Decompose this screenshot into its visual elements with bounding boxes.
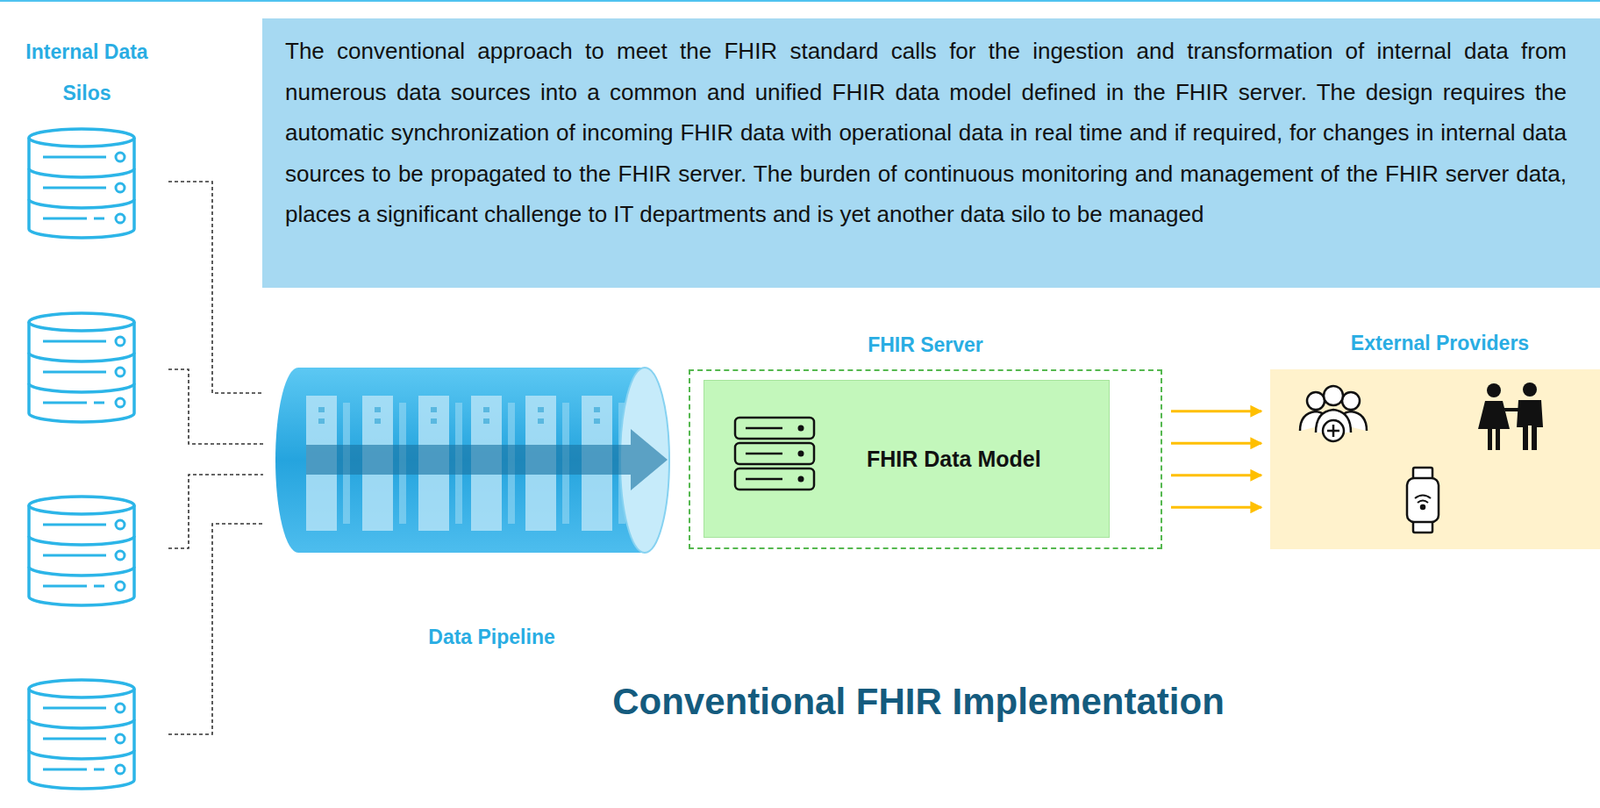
rack-dot [537,418,544,424]
flow-arrow [1171,506,1262,509]
flow-arrow [306,428,668,491]
server-unit [735,468,815,490]
dotted-feed-line [168,369,264,444]
providers-box: External Providers [1270,369,1600,550]
rack-dot [593,418,600,424]
server-slot [745,478,783,481]
cylinder-body [275,367,670,553]
care-group-icon [1300,385,1367,442]
dotted-feed-line [168,523,264,735]
server-slot [745,427,783,430]
rack-dot [430,418,437,424]
node-heading: Data Pipeline [240,625,743,650]
rack-dot [430,407,437,413]
rack-dot [374,418,381,424]
server-unit [735,417,815,439]
rack-dot [374,407,381,413]
server-unit [735,442,815,465]
database-icon [28,313,135,422]
cylinder-shape [275,367,670,553]
diagram-title: Conventional FHIR Implementation [392,680,1445,723]
server-frame: FHIR ServerFHIR Data Model [688,369,1163,550]
rack-dot [318,407,325,413]
group-label: Internal Data Silos [16,31,158,115]
top-rule [0,0,1600,2]
flow-arrow [1171,409,1262,413]
flow-arrow [1171,473,1262,477]
smartwatch-icon [1407,467,1439,533]
server-led [798,425,805,432]
server-slot [745,452,783,456]
database-icon [28,128,135,238]
rack-dot [483,407,490,413]
server-icon [733,415,817,495]
node-text: The conventional approach to meet the FH… [285,30,1567,236]
dotted-feed-line [168,181,264,393]
database-icon [28,679,135,789]
rack-dot [318,418,325,424]
server-led [798,476,805,483]
text-panel: The conventional approach to meet the FH… [262,18,1600,288]
node-text: FHIR Data Model [866,446,1042,472]
data-model-box: FHIR Data Model [703,379,1110,538]
pipeline-cylinder: Data Pipeline [275,367,708,603]
node-heading: External Providers [1235,331,1600,356]
dotted-feed-line [168,474,264,549]
server-led [798,450,805,458]
rack-dot [483,418,490,424]
node-heading: FHIR Server [655,333,1196,358]
rack-dot [593,407,600,413]
database-icon [28,496,135,606]
rack-dot [537,407,544,413]
couple-icon [1478,382,1543,450]
flow-arrow [1171,442,1262,445]
provider-icons [1270,369,1572,550]
